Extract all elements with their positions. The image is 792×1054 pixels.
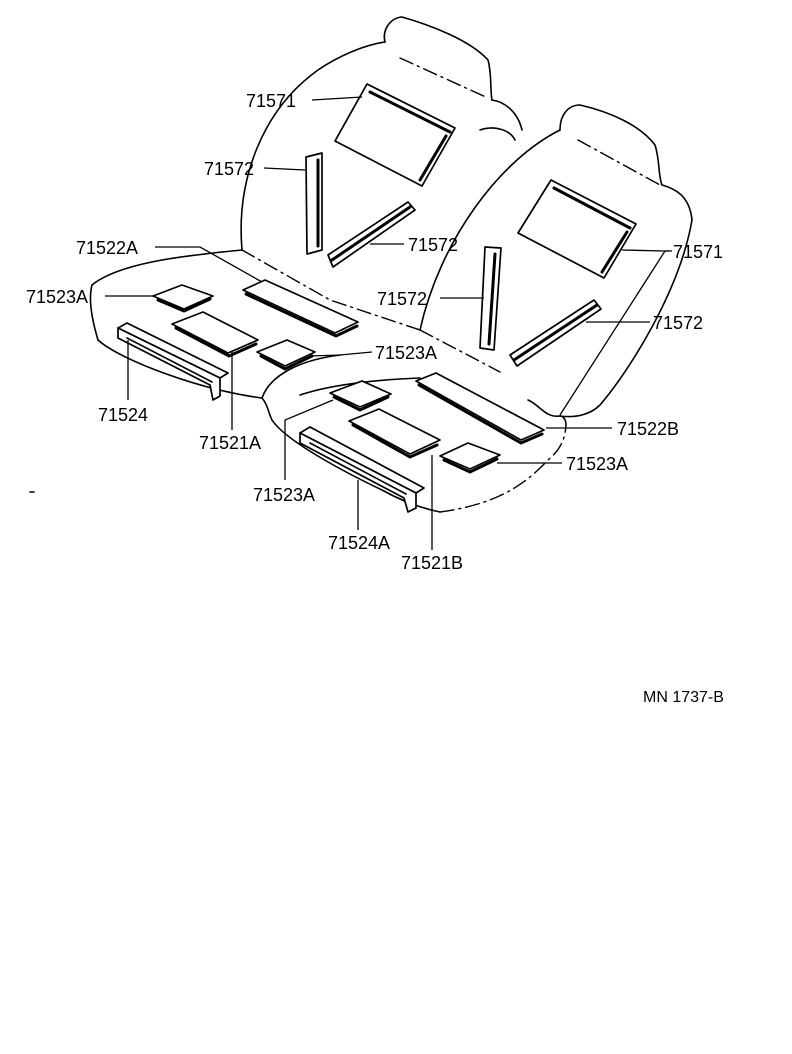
reference-code: MN 1737-B <box>643 689 724 706</box>
leader-lines <box>105 96 672 550</box>
part-71571-right <box>517 179 637 279</box>
label-71571-left: 71571 <box>246 91 296 111</box>
part-71524A-rail <box>299 426 425 513</box>
part-71524-rail <box>117 322 229 401</box>
part-71521A-pad <box>171 311 259 358</box>
part-71523A-bottom-pad <box>329 380 392 412</box>
part-71571-left <box>334 83 456 187</box>
label-71522A: 71522A <box>76 238 138 258</box>
label-71523A-center: 71523A <box>375 343 437 363</box>
seat-cushion-outline <box>89 249 567 513</box>
label-71572-left-top: 71572 <box>204 159 254 179</box>
label-71572-mid: 71572 <box>408 235 458 255</box>
part-71523A-right-pad <box>439 442 501 474</box>
part-71572-left-vertical <box>305 152 323 255</box>
part-71572-left-diagonal <box>327 201 416 268</box>
right-seatback-outline <box>419 104 693 418</box>
label-71572-right: 71572 <box>653 313 703 333</box>
label-71571-right: 71571 <box>673 242 723 262</box>
label-71524: 71524 <box>98 405 148 425</box>
label-71572-right-post: 71572 <box>377 289 427 309</box>
label-71523A-left: 71523A <box>26 287 88 307</box>
part-71522A <box>242 279 359 338</box>
part-71522B <box>415 372 545 445</box>
label-71523A-right: 71523A <box>566 454 628 474</box>
part-71572-right-diagonal <box>509 299 602 367</box>
part-71523A-left-pad <box>152 284 214 313</box>
label-71521B: 71521B <box>401 553 463 573</box>
part-71523A-center-pad <box>256 339 316 371</box>
label-71521A: 71521A <box>199 433 261 453</box>
label-71522B: 71522B <box>617 419 679 439</box>
label-71523A-bottom: 71523A <box>253 485 315 505</box>
label-71524A: 71524A <box>328 533 390 553</box>
part-71521B-pad <box>348 408 441 459</box>
left-seatback-outline <box>240 16 523 331</box>
part-71572-right-vertical <box>479 246 502 351</box>
